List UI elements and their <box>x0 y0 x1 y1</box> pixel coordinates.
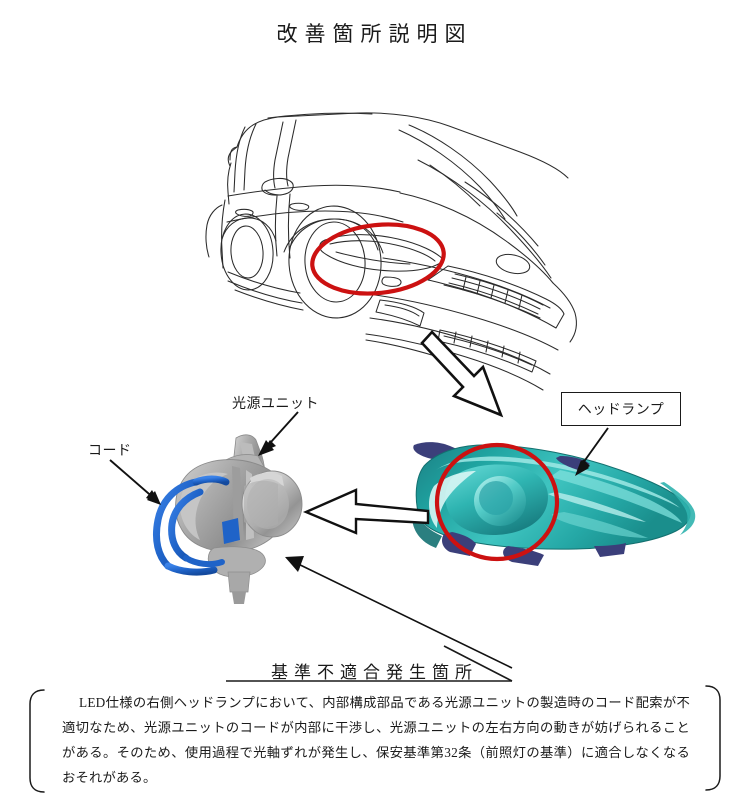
leader-arrow-headlamp <box>575 427 609 476</box>
leader-arrow-defect-to-unit <box>285 556 513 669</box>
leader-arrow-cord <box>109 459 161 505</box>
headlamp-defect-highlight-ellipse <box>434 442 560 562</box>
headlamp-callout-box: ヘッドランプ <box>561 392 681 426</box>
page-title: 改善箇所説明図 <box>276 22 473 46</box>
description-block: LED仕様の右側ヘッドランプにおいて、内部構成部品である光源ユニットの製造時のコ… <box>28 688 721 792</box>
defect-heading-wrap: 基準不適合発生箇所 <box>0 658 749 686</box>
vehicle-line-drawing <box>205 112 577 391</box>
defect-description-text: LED仕様の右側ヘッドランプにおいて、内部構成部品である光源ユニットの製造時のコ… <box>62 695 690 785</box>
vehicle-defect-highlight-ellipse <box>310 222 446 296</box>
light-source-unit-render <box>152 434 303 604</box>
label-light-source-unit: 光源ユニット <box>232 397 319 412</box>
defect-heading: 基準不適合発生箇所 <box>271 663 478 682</box>
label-cord: コード <box>88 444 132 459</box>
cord-harness <box>152 475 230 576</box>
leader-arrow-light-source-unit <box>258 411 299 456</box>
arrow-vehicle-to-headlamp <box>420 330 504 418</box>
headlamp-assembly-render <box>412 442 696 566</box>
arrow-headlamp-to-unit <box>302 488 430 535</box>
label-headlamp: ヘッドランプ <box>577 403 665 418</box>
